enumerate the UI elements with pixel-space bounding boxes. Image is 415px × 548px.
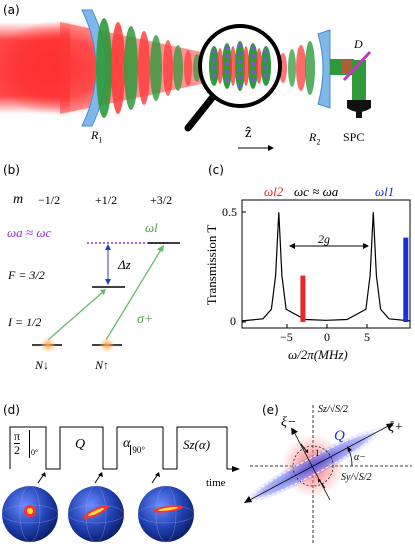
xi-plus-label: ξ+ (388, 420, 404, 435)
frequency-xlabel: ω/2π(MHz) (288, 347, 348, 362)
panel-d-label: (d) (3, 403, 20, 417)
detector-d-label: D (354, 37, 363, 51)
level-diagram (32, 242, 180, 353)
z-axis-label: ẑ (245, 125, 252, 141)
F-label: F = 3/2 (8, 268, 45, 282)
alpha-minus-label: α− (354, 452, 366, 463)
box1-fraction: π 2 (14, 429, 21, 457)
spc-detector (347, 100, 371, 118)
sy-axis-label: Sy/√S/2 (341, 472, 372, 483)
output-path (330, 50, 372, 100)
box1-sub: 0° (31, 448, 39, 457)
m-value-1: −1/2 (38, 193, 61, 207)
transmission-plot (241, 199, 411, 329)
x-tick-2: 0 (324, 330, 330, 344)
delta-z-label: Δz (118, 257, 131, 272)
omega-c-mid-label: ωc ≈ ωa (294, 184, 339, 199)
squeezed-state-diagram (242, 405, 412, 545)
x-tick-1: −5 (280, 330, 293, 344)
box2-label: Q (75, 437, 86, 452)
pulse-sequence (1, 426, 240, 543)
laser-marker-2 (403, 237, 409, 322)
laser-marker-1 (300, 275, 306, 322)
plot-frame (241, 199, 411, 329)
panel-b-label: (b) (3, 163, 20, 177)
mirror-r2-label: R2 (309, 130, 321, 147)
bloch-sphere-3 (137, 485, 195, 543)
omega-l-label: ωl (145, 220, 158, 235)
spc-label: SPC (343, 130, 365, 144)
x-tick-3: 5 (364, 330, 370, 344)
standing-wave (96, 18, 315, 118)
N-down-label: N↓ (35, 358, 50, 372)
box1-num: π (14, 429, 21, 444)
xi-minus-label: ξ− (281, 415, 297, 430)
omega-l2-label: ωl2 (264, 184, 284, 199)
panel-c-label: (c) (208, 163, 224, 177)
y-tick-1: 0 (230, 314, 236, 328)
transmission-curve (241, 212, 411, 322)
time-label: time (206, 477, 226, 489)
box4-label: Sz(α) (183, 437, 211, 452)
bloch-sphere-2 (67, 485, 125, 543)
box1-den: 2 (14, 443, 21, 457)
m-value-3: +3/2 (150, 193, 173, 207)
panel-e-label: (e) (262, 403, 279, 417)
mirror-r2 (317, 29, 331, 109)
omega-a-wc-label: ωa ≈ ωc (7, 225, 52, 240)
magnifier (184, 24, 282, 132)
m-label: m (13, 192, 24, 207)
mirror-r1-label: R1 (91, 128, 103, 145)
omega-l1-label: ωl1 (375, 184, 395, 199)
I-label: I = 1/2 (8, 315, 42, 329)
Q-label: Q (334, 428, 345, 444)
sigma-plus-label: σ+ (137, 312, 154, 327)
N-up-label: N↑ (95, 358, 110, 372)
panel-a-label: (a) (3, 3, 20, 17)
two-g-label: 2g (318, 232, 330, 246)
y-tick-2: 0.5 (222, 205, 237, 219)
box1-bar (29, 430, 30, 458)
bloch-sphere-1 (1, 485, 59, 543)
transmission-ylabel: Transmission T (204, 224, 219, 306)
m-value-2: +1/2 (95, 193, 118, 207)
sz-axis-label: Sz/√S/2 (318, 404, 348, 415)
one-label: 1 (315, 448, 320, 458)
